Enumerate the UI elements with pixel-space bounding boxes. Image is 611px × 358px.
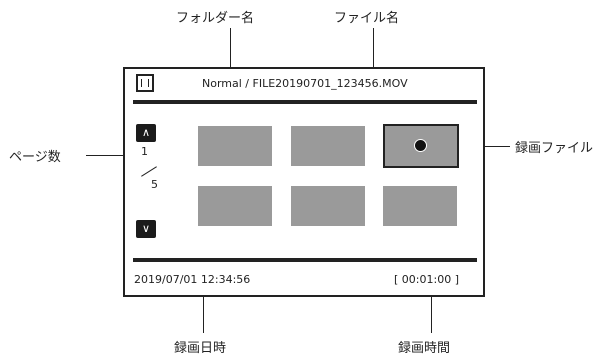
- page-current: 1: [141, 145, 148, 158]
- recorded-duration: [ 00:01:00 ]: [394, 273, 459, 286]
- thumbnail-2[interactable]: [291, 126, 365, 166]
- header-divider: [133, 100, 477, 104]
- leader-folder-name: [230, 28, 231, 76]
- leader-recorded-time: [431, 283, 432, 333]
- recorded-datetime: 2019/07/01 12:34:56: [134, 273, 251, 286]
- file-path: Normal / FILE20190701_123456.MOV: [202, 77, 408, 90]
- thumbnail-5[interactable]: [291, 186, 365, 226]
- callout-folder-name: フォルダー名: [176, 11, 255, 26]
- leader-page-count: [86, 155, 130, 156]
- callout-page-count: ページ数: [9, 150, 61, 165]
- callout-recorded-time: 録画時間: [398, 341, 451, 356]
- callout-recorded-file: 録画ファイル: [515, 141, 594, 156]
- thumbnail-1[interactable]: [198, 126, 272, 166]
- footer-divider: [133, 258, 477, 262]
- leader-file-name: [373, 28, 374, 76]
- callout-file-name: ファイル名: [334, 11, 400, 26]
- thumbnail-4[interactable]: [198, 186, 272, 226]
- thumbnail-6[interactable]: [383, 186, 457, 226]
- page-down-button[interactable]: ∨: [136, 220, 156, 238]
- callout-recorded-date: 録画日時: [174, 341, 227, 356]
- folder-icon[interactable]: [136, 74, 154, 92]
- page-total: 5: [151, 178, 158, 191]
- leader-recorded-date: [203, 283, 204, 333]
- page-up-button[interactable]: ∧: [136, 124, 156, 142]
- thumbnail-3-selected[interactable]: [383, 124, 459, 168]
- selected-indicator-icon: [414, 139, 427, 152]
